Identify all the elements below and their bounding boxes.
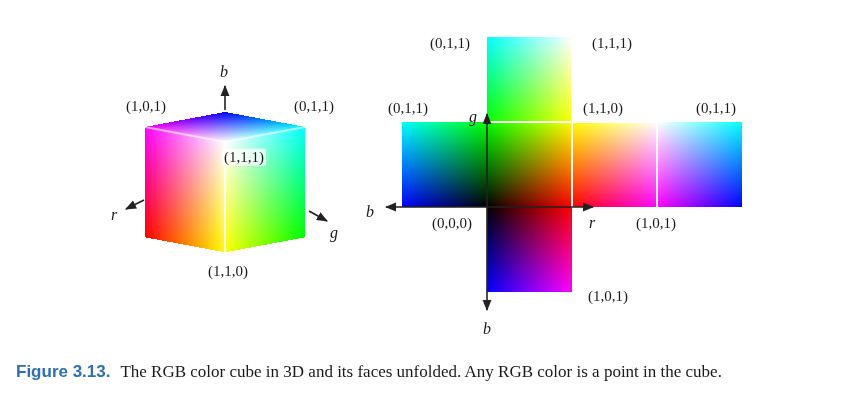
cube-edge bbox=[225, 127, 305, 142]
vertex-coordinate: (0,1,1) bbox=[696, 100, 736, 117]
vertex-coordinate: (1,0,1) bbox=[636, 215, 676, 232]
vertex-coordinate: (0,1,1) bbox=[294, 98, 334, 115]
axis-label: g bbox=[469, 108, 477, 126]
axis-label: g bbox=[330, 224, 338, 242]
figure-number: Figure 3.13. bbox=[16, 362, 110, 381]
face-seams bbox=[487, 37, 657, 207]
figure-caption: Figure 3.13. The RGB color cube in 3D an… bbox=[16, 361, 842, 383]
vertex-coordinate: (1,0,1) bbox=[126, 98, 166, 115]
vertex-coordinate: (0,0,0) bbox=[432, 215, 472, 232]
cube-edges bbox=[145, 127, 305, 252]
vertex-coordinate: (1,0,1) bbox=[588, 288, 628, 305]
vertex-coordinate: (1,1,1) bbox=[222, 149, 266, 166]
vertex-coordinate: (1,1,0) bbox=[208, 263, 248, 280]
axis-arrow bbox=[386, 206, 487, 208]
axis-label: b bbox=[483, 320, 491, 338]
face-seam bbox=[571, 37, 573, 207]
caption-text: The RGB color cube in 3D and its faces u… bbox=[116, 362, 721, 381]
axis-arrow bbox=[487, 206, 593, 208]
vertex-coordinate: (1,1,0) bbox=[583, 100, 623, 117]
face-seam bbox=[656, 122, 658, 207]
axis-arrow bbox=[486, 114, 488, 207]
vertex-coordinate: (0,1,1) bbox=[388, 100, 428, 117]
axis-label: b bbox=[220, 63, 228, 81]
axis-label: b bbox=[366, 203, 374, 221]
vertex-coordinate: (1,1,1) bbox=[592, 35, 632, 52]
axis-arrow bbox=[126, 200, 144, 209]
axis-arrow bbox=[486, 207, 488, 310]
axis-label: r bbox=[589, 214, 595, 232]
unfolded-axes bbox=[386, 114, 593, 310]
vertex-coordinate: (0,1,1) bbox=[430, 35, 470, 52]
cube-edge bbox=[145, 127, 225, 142]
axis-arrow bbox=[309, 211, 327, 221]
axis-label: r bbox=[111, 206, 117, 224]
axis-arrow bbox=[224, 86, 226, 110]
